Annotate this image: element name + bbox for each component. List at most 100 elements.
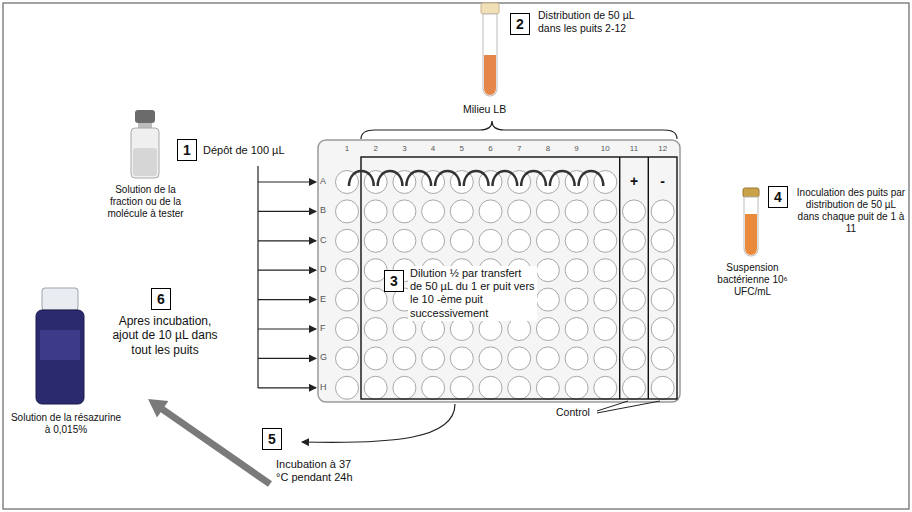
well [508, 318, 531, 341]
step-number-box: 3 [384, 270, 404, 292]
well [651, 347, 674, 370]
microplate [318, 140, 680, 402]
column-number: 6 [482, 144, 500, 154]
column-number: 8 [539, 144, 557, 154]
well [479, 200, 502, 223]
column-number: 11 [625, 144, 643, 154]
control-sign: + [625, 173, 643, 190]
well [651, 318, 674, 341]
well [336, 200, 359, 223]
well [651, 229, 674, 252]
transfer-arc [550, 171, 575, 186]
well [536, 288, 559, 311]
well [450, 229, 473, 252]
well [422, 200, 445, 223]
row-letter: F [320, 323, 326, 334]
well [536, 376, 559, 399]
dilution-arcs [349, 171, 603, 186]
well [594, 347, 617, 370]
well [594, 318, 617, 341]
well [623, 376, 646, 399]
well [565, 318, 588, 341]
sample-vial [131, 110, 159, 178]
step-note: Incubation à 37 °C pendant 24h [276, 458, 366, 484]
well [565, 376, 588, 399]
well [336, 288, 359, 311]
plate-wells [336, 171, 675, 400]
resazurin-bottle [36, 288, 84, 404]
well [651, 376, 674, 399]
well [536, 200, 559, 223]
well [336, 376, 359, 399]
well [422, 347, 445, 370]
well [623, 200, 646, 223]
transfer-arc [464, 171, 489, 186]
row-letter: A [320, 176, 326, 187]
row-arrow [258, 211, 316, 212]
row-arrow [258, 328, 316, 329]
well [508, 200, 531, 223]
well [336, 229, 359, 252]
step-number-box: 2 [510, 13, 530, 35]
well [623, 347, 646, 370]
row-letter: D [320, 264, 327, 275]
row-arrow [258, 270, 316, 271]
step-note: Dilution ½ par transfert de 50 µL du 1 e… [408, 266, 537, 321]
well [336, 347, 359, 370]
step-note: Inoculation des puits par distribution d… [796, 187, 906, 235]
step-number-box: 4 [768, 186, 788, 208]
column-number: 9 [568, 144, 586, 154]
step-note: Distribution de 50 µL dans les puits 2-1… [538, 9, 656, 34]
row-arrow [258, 240, 316, 241]
well [536, 259, 559, 282]
well [393, 318, 416, 341]
row-letter: B [320, 205, 326, 216]
well [623, 259, 646, 282]
well [594, 200, 617, 223]
well [536, 318, 559, 341]
bacteria-tube [743, 188, 759, 256]
transfer-arc [435, 171, 460, 186]
step-number: 6 [157, 291, 165, 307]
well [422, 318, 445, 341]
well [594, 376, 617, 399]
step-number-box: 6 [151, 288, 171, 310]
well [651, 259, 674, 282]
control-label: Control [556, 406, 590, 419]
well [623, 229, 646, 252]
well [364, 200, 387, 223]
column-number: 5 [453, 144, 471, 154]
row-arrow [258, 299, 316, 300]
vial-label: Solution de la fraction ou de la molécul… [103, 184, 188, 220]
step-number: 3 [390, 273, 398, 289]
transfer-arc [378, 171, 403, 186]
transfer-arc [406, 171, 431, 186]
well [651, 288, 674, 311]
well [364, 318, 387, 341]
well [536, 229, 559, 252]
well [651, 200, 674, 223]
row-bracket [258, 166, 316, 388]
column-number: 12 [654, 144, 672, 154]
well [508, 376, 531, 399]
row-arrow [258, 358, 316, 359]
tube-label: Suspension bactérienne 10⁶ UFC/mL [705, 262, 800, 298]
well [364, 229, 387, 252]
step-number: 5 [268, 431, 276, 447]
well [450, 200, 473, 223]
figure-frame [3, 3, 909, 509]
step-number: 2 [516, 16, 524, 32]
transfer-arc [521, 171, 546, 186]
well [479, 318, 502, 341]
well [422, 229, 445, 252]
well [565, 229, 588, 252]
well [336, 259, 359, 282]
column-number: 2 [367, 144, 385, 154]
well [450, 347, 473, 370]
column-number: 4 [424, 144, 442, 154]
resazurin-arrow [148, 399, 270, 484]
column-number: 7 [510, 144, 528, 154]
well [508, 347, 531, 370]
well [422, 376, 445, 399]
